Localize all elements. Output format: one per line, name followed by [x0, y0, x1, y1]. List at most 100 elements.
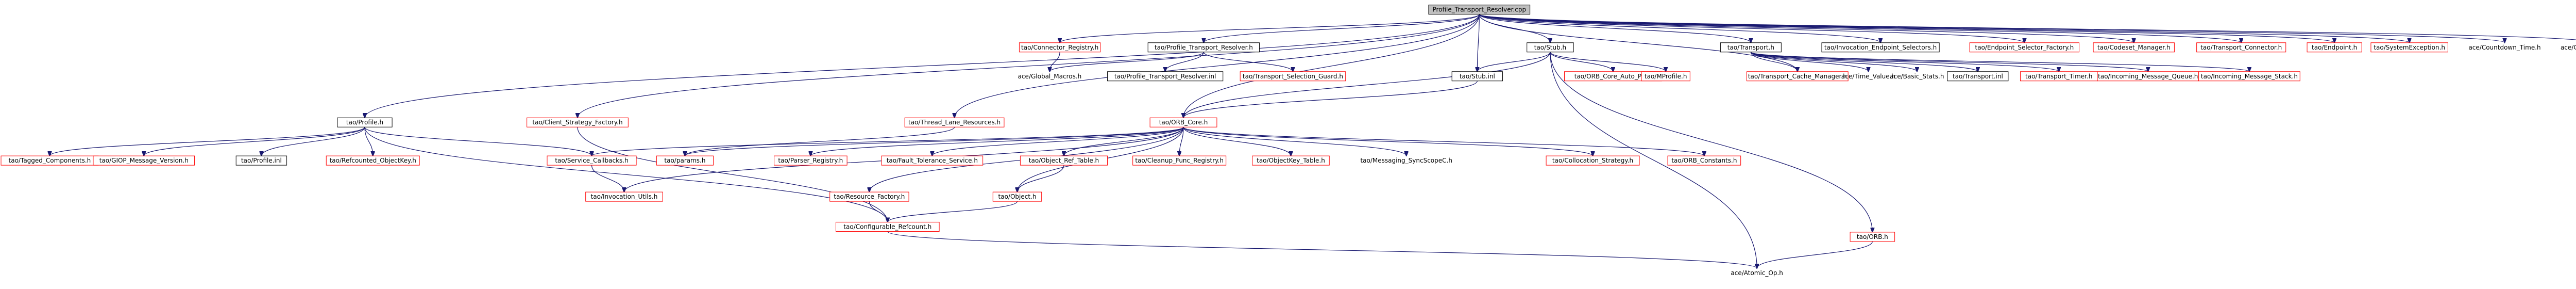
graph-node-client-strategy-factory[interactable]: tao/Client_Strategy_Factory.h [527, 117, 629, 127]
node-box [337, 117, 393, 127]
graph-node-mprofile[interactable]: tao/MProfile.h [1641, 71, 1690, 82]
node-box [2196, 42, 2286, 53]
node-box [829, 191, 909, 202]
graph-node-tagged-components[interactable]: tao/Tagged_Components.h [1, 155, 99, 166]
node-label: tao/Profile.h [346, 119, 383, 126]
graph-node-refcounted-objectkey[interactable]: tao/Refcounted_ObjectKey.h [326, 155, 420, 166]
graph-node-params[interactable]: tao/params.h [656, 155, 714, 166]
graph-node-service-callbacks[interactable]: tao/Service_Callbacks.h [547, 155, 637, 166]
graph-node-invocation-utils[interactable]: tao/Invocation_Utils.h [585, 191, 663, 202]
include-edge-ptr-h-to-global-macros [1049, 52, 1204, 72]
node-label: tao/SystemException.h [2374, 44, 2445, 51]
graph-node-object-h[interactable]: tao/Object.h [992, 191, 1042, 202]
graph-node-time-value: ace/Time_Value.h [1841, 73, 1895, 80]
node-box [1969, 42, 2080, 53]
node-box [1107, 71, 1224, 82]
node-label: tao/Fault_Tolerance_Service.h [887, 157, 978, 164]
graph-node-system-exception[interactable]: tao/SystemException.h [2370, 42, 2448, 53]
graph-node-endpoint-selector-factory[interactable]: tao/Endpoint_Selector_Factory.h [1969, 42, 2080, 53]
node-box [2198, 71, 2300, 82]
graph-node-connector-registry[interactable]: tao/Connector_Registry.h [1019, 42, 1101, 53]
graph-node-corba-macros: ace/CORBA_macros.h [2561, 44, 2576, 51]
node-box [1641, 71, 1690, 82]
node-box [904, 117, 1005, 127]
graph-node-object-ref-table[interactable]: tao/Object_Ref_Table.h [1020, 155, 1108, 166]
include-edge-service-callbacks-to-invocation-utils [591, 165, 624, 192]
graph-node-profile-inl[interactable]: tao/Profile.inl [235, 155, 287, 166]
include-edge-orb-core-to-object-ref-table [1064, 127, 1184, 156]
graph-node-orb-constants[interactable]: tao/ORB_Constants.h [1667, 155, 1741, 166]
node-box [1947, 71, 2009, 82]
include-edge-object-h-to-configurable-refcount [888, 201, 1018, 222]
include-edge-profile-h-to-configurable-refcount [364, 127, 888, 222]
graph-node-endpoint[interactable]: tao/Endpoint.h [2307, 42, 2362, 53]
graph-node-orb-h[interactable]: tao/ORB.h [1850, 232, 1895, 242]
graph-node-transport-connector[interactable]: tao/Transport_Connector.h [2196, 42, 2286, 53]
graph-node-objectkey-table[interactable]: tao/ObjectKey_Table.h [1252, 155, 1330, 166]
graph-node-transport-inl[interactable]: tao/Transport.inl [1947, 71, 2009, 82]
include-edge-root-to-invocation-endpoint-selectors [1479, 14, 1880, 43]
graph-node-profile-h[interactable]: tao/Profile.h [337, 117, 393, 127]
include-edge-root-to-transport-h [1479, 14, 1751, 43]
graph-node-transport-selection-guard[interactable]: tao/Transport_Selection_Guard.h [1240, 71, 1346, 82]
graph-node-codeset-manager[interactable]: tao/Codeset_Manager.h [2093, 42, 2175, 53]
graph-node-transport-h[interactable]: tao/Transport.h [1720, 42, 1782, 53]
node-label: ace/Atomic_Op.h [1731, 269, 1783, 277]
graph-node-cleanup-func-registry[interactable]: tao/Cleanup_Func_Registry.h [1132, 155, 1227, 166]
graph-node-orb-core[interactable]: tao/ORB_Core.h [1149, 117, 1217, 127]
node-label: tao/Collocation_Strategy.h [1552, 157, 1633, 164]
node-label: tao/Invocation_Utils.h [591, 193, 658, 200]
graph-node-invocation-endpoint-selectors[interactable]: tao/Invocation_Endpoint_Selectors.h [1821, 42, 1940, 53]
graph-node-incoming-message-stack[interactable]: tao/Incoming_Message_Stack.h [2198, 71, 2300, 82]
node-box [1821, 42, 1940, 53]
node-label: tao/Client_Strategy_Factory.h [532, 119, 622, 126]
graph-node-ptr-h[interactable]: tao/Profile_Transport_Resolver.h [1147, 42, 1260, 53]
graph-node-parser-registry[interactable]: tao/Parser_Registry.h [774, 155, 848, 166]
graph-node-atomic-op: ace/Atomic_Op.h [1731, 269, 1783, 277]
node-label: tao/Endpoint_Selector_Factory.h [1975, 44, 2074, 51]
node-label: tao/Tagged_Components.h [9, 157, 91, 164]
node-label: tao/Transport.h [1727, 44, 1774, 51]
node-label: tao/Invocation_Endpoint_Selectors.h [1824, 44, 1937, 51]
include-edge-transport-h-to-transport-cache-manager [1750, 52, 1797, 72]
graph-node-countdown-time: ace/Countdown_Time.h [2468, 44, 2540, 51]
node-label: tao/ORB_Constants.h [1671, 157, 1737, 164]
graph-node-configurable-refcount[interactable]: tao/Configurable_Refcount.h [835, 221, 940, 232]
node-box [326, 155, 420, 166]
graph-node-fault-tolerance-service[interactable]: tao/Fault_Tolerance_Service.h [881, 155, 984, 166]
node-label: tao/Incoming_Message_Stack.h [2201, 73, 2298, 80]
include-edge-profile-h-to-profile-inl [261, 127, 365, 156]
include-edge-configurable-refcount-to-atomic-op [887, 231, 1757, 268]
include-edge-root-to-connector-registry [1060, 14, 1480, 43]
graph-node-giop-message-version[interactable]: tao/GIOP_Message_Version.h [93, 155, 195, 166]
graph-node-thread-lane-resources[interactable]: tao/Thread_Lane_Resources.h [904, 117, 1005, 127]
node-label: Profile_Transport_Resolver.cpp [1432, 6, 1526, 13]
include-edge-root-to-endpoint [1479, 14, 2334, 43]
node-label: tao/Service_Callbacks.h [555, 157, 628, 164]
node-box [547, 155, 637, 166]
include-edge-ptr-h-to-transport-selection-guard [1203, 52, 1293, 72]
include-edge-stub-h-to-mprofile [1550, 52, 1666, 72]
include-edge-orb-core-to-collocation-strategy [1183, 126, 1593, 156]
node-label: tao/Stub.inl [1460, 73, 1495, 80]
graph-node-stub-inl[interactable]: tao/Stub.inl [1451, 71, 1503, 82]
graph-node-orb-core-auto-ptr[interactable]: tao/ORB_Core_Auto_Ptr.h [1564, 71, 1662, 82]
include-edge-orb-h-to-atomic-op [1757, 241, 1873, 268]
graph-node-transport-cache-manager[interactable]: tao/Transport_Cache_Manager.h [1746, 71, 1849, 82]
include-edge-orb-core-to-orb-constants [1183, 126, 1704, 156]
node-box [1746, 71, 1849, 82]
node-box [585, 191, 663, 202]
graph-node-incoming-message-queue[interactable]: tao/Incoming_Message_Queue.h [2097, 71, 2199, 82]
include-edge-stub-inl-to-orb-core [1183, 81, 1478, 118]
include-edge-orb-core-to-messaging-syncscopec [1183, 126, 1406, 156]
node-label: tao/Connector_Registry.h [1021, 44, 1098, 51]
graph-node-resource-factory[interactable]: tao/Resource_Factory.h [829, 191, 909, 202]
include-edge-profile-h-to-giop-message-version [144, 126, 365, 156]
graph-node-ptr-inl[interactable]: tao/Profile_Transport_Resolver.inl [1107, 71, 1224, 82]
include-edge-root-to-orb-core [1183, 14, 1480, 118]
node-label: tao/Codeset_Manager.h [2097, 44, 2170, 51]
graph-node-transport-timer[interactable]: tao/Transport_Timer.h [2020, 71, 2098, 82]
graph-node-stub-h[interactable]: tao/Stub.h [1527, 42, 1574, 53]
graph-node-collocation-strategy[interactable]: tao/Collocation_Strategy.h [1546, 155, 1640, 166]
include-edge-transport-h-to-basic-stats [1750, 52, 1917, 72]
